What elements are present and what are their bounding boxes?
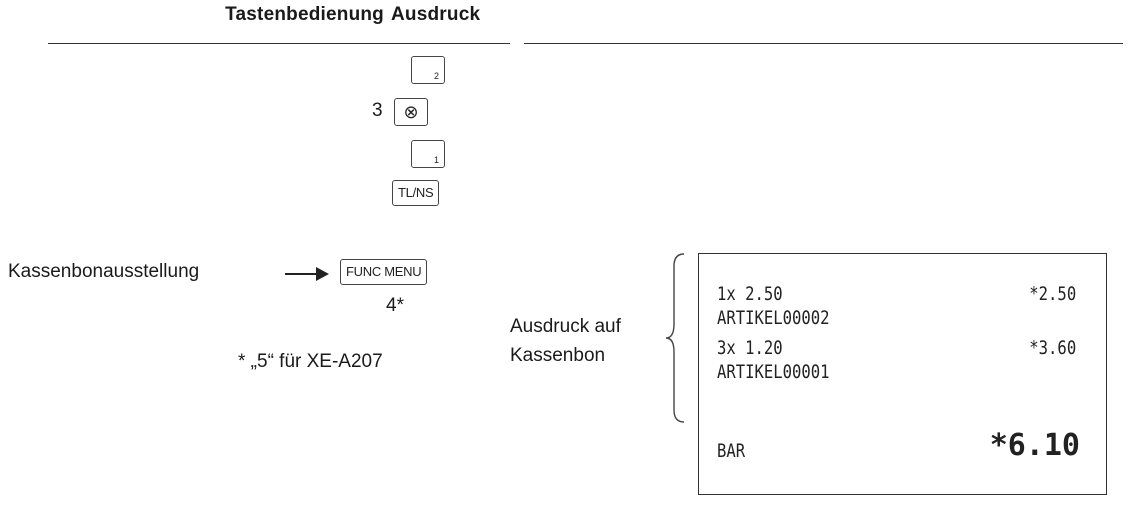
receipt-issue-label: Kassenbonausstellung bbox=[8, 261, 200, 282]
header-key-operation: Tastenbedienung bbox=[225, 4, 384, 25]
receipt-line-1-qty: 1x 2.50 bbox=[717, 283, 783, 305]
key-2-label: 2 bbox=[433, 71, 439, 81]
multiply-icon: ⊗ bbox=[403, 102, 419, 122]
receipt-line-4-item: ARTIKEL00001 bbox=[717, 361, 830, 383]
key-1: 1 bbox=[411, 140, 445, 168]
divider-right bbox=[524, 43, 1123, 44]
brace-icon bbox=[665, 253, 685, 423]
key-2: 2 bbox=[411, 56, 445, 84]
header-printout: Ausdruck bbox=[391, 4, 481, 25]
receipt-line-3-qty: 3x 1.20 bbox=[717, 337, 783, 359]
step-4: 4* bbox=[386, 295, 404, 316]
func-menu-key-label: FUNC MENU bbox=[346, 264, 422, 279]
tl-ns-key-label: TL/NS bbox=[398, 185, 434, 200]
receipt-line-2-item: ARTIKEL00002 bbox=[717, 307, 830, 329]
print-on-receipt-line1: Ausdruck auf bbox=[510, 316, 621, 337]
func-menu-key: FUNC MENU bbox=[340, 259, 428, 285]
divider-left bbox=[48, 43, 510, 44]
arrow-right-icon bbox=[285, 267, 329, 281]
receipt-line-3-amount: *3.60 bbox=[1029, 337, 1076, 359]
tl-ns-key: TL/NS bbox=[392, 180, 440, 206]
receipt-total-value: *6.10 bbox=[989, 428, 1080, 463]
multiply-key: ⊗ bbox=[394, 98, 428, 126]
key-1-label: 1 bbox=[433, 155, 439, 165]
print-on-receipt-line2: Kassenbon bbox=[510, 345, 606, 366]
quantity-3: 3 bbox=[372, 100, 383, 121]
footnote: * „5“ für XE-A207 bbox=[238, 351, 383, 372]
receipt-line-1-amount: *2.50 bbox=[1029, 283, 1076, 305]
receipt-total-label: BAR bbox=[717, 440, 746, 462]
receipt: 1x 2.50 *2.50 ARTIKEL00002 3x 1.20 *3.60… bbox=[698, 253, 1107, 495]
